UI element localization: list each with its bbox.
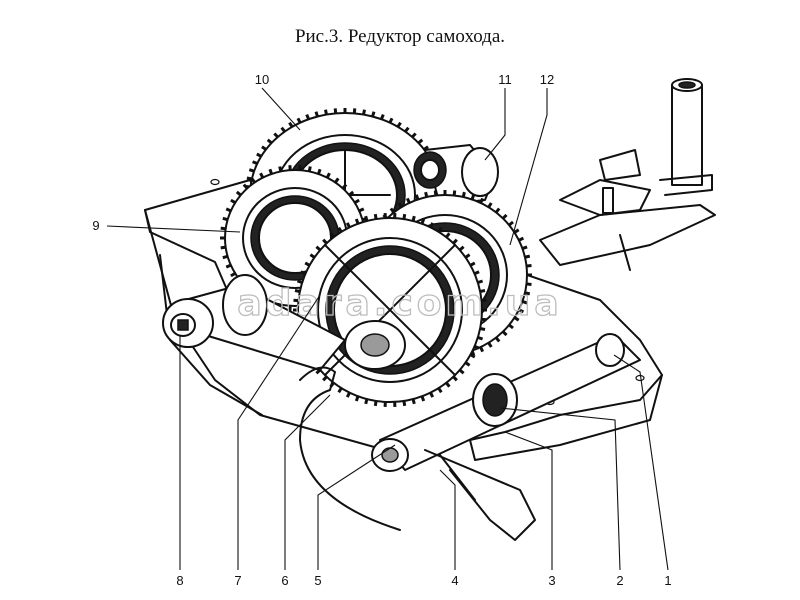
pinion-11 bbox=[413, 144, 499, 206]
callout-9: 9 bbox=[92, 218, 99, 233]
callout-3: 3 bbox=[548, 573, 555, 588]
shift-lever-assembly bbox=[539, 78, 716, 271]
callout-4: 4 bbox=[451, 573, 458, 588]
callout-2: 2 bbox=[616, 573, 623, 588]
leader-lines bbox=[106, 87, 669, 571]
callout-7: 7 bbox=[234, 573, 241, 588]
shaft-8 bbox=[162, 274, 346, 371]
shift-fork bbox=[299, 366, 536, 541]
callout-11: 11 bbox=[498, 72, 512, 87]
callout-1: 1 bbox=[664, 573, 671, 588]
callout-12: 12 bbox=[540, 72, 554, 87]
watermark: adara.com.ua bbox=[237, 283, 562, 324]
callout-labels: 1 2 3 4 5 6 7 8 9 10 11 12 bbox=[92, 72, 671, 588]
callout-10: 10 bbox=[255, 72, 269, 87]
figure-caption: Рис.3. Редуктор самохода. bbox=[294, 26, 506, 47]
callout-5: 5 bbox=[314, 573, 321, 588]
callout-6: 6 bbox=[281, 573, 288, 588]
shaft-2 bbox=[371, 333, 641, 472]
callout-8: 8 bbox=[176, 573, 183, 588]
gear-9 bbox=[220, 165, 370, 311]
